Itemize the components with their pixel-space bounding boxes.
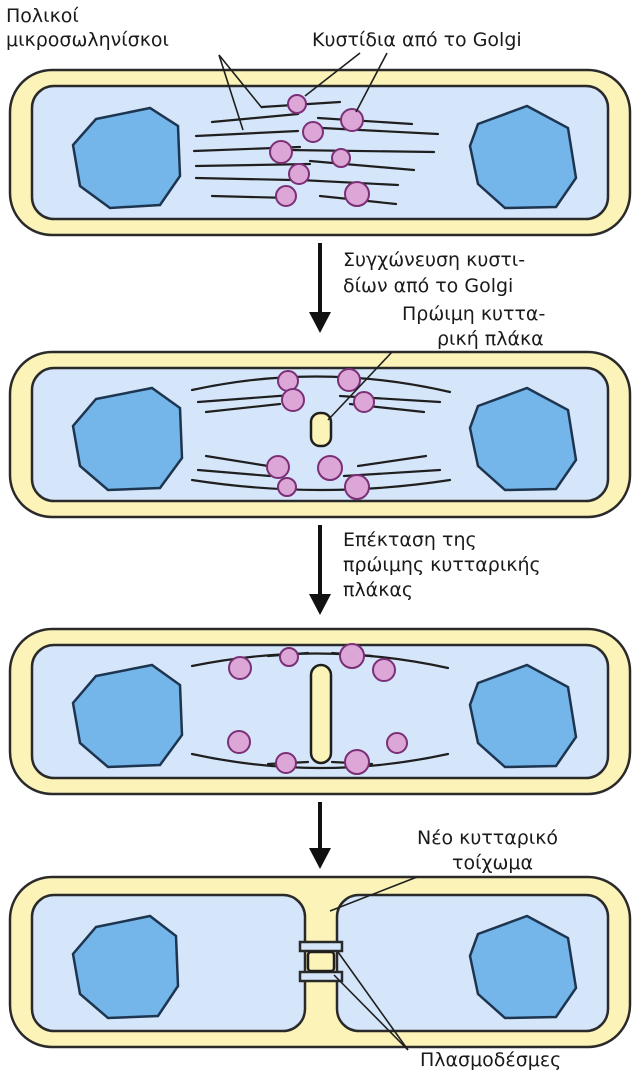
label-new-cell-wall-line2: τοίχωμα bbox=[452, 852, 533, 874]
vesicle bbox=[387, 733, 407, 753]
vesicle bbox=[341, 109, 363, 131]
arrow-step-3 bbox=[309, 802, 331, 869]
vesicle bbox=[267, 456, 289, 478]
vesicle bbox=[318, 456, 342, 480]
vesicle bbox=[276, 753, 296, 773]
label-step-vesicle-fusion: Συγχώνευση κυστι- δίων από το Golgi bbox=[343, 249, 531, 297]
label-early-cell-plate-line2: ρική πλάκα bbox=[437, 328, 544, 350]
label-step-vesicle-fusion-line2: δίων από το Golgi bbox=[343, 275, 513, 297]
label-early-cell-plate: Πρώιμη κυττα- ρική πλάκα bbox=[402, 303, 551, 350]
plasmodesma-channel-upper bbox=[300, 942, 342, 951]
vesicle bbox=[270, 141, 292, 163]
vesicle bbox=[229, 657, 251, 679]
vesicle bbox=[345, 182, 369, 206]
vesicle bbox=[338, 369, 360, 391]
arrow-step-2 bbox=[309, 525, 331, 615]
vesicle bbox=[276, 186, 296, 206]
new-cell-wall-island bbox=[308, 952, 334, 971]
label-polar-microtubules-line1: Πολικοί bbox=[6, 5, 79, 27]
vesicle bbox=[354, 392, 374, 412]
vesicle bbox=[303, 122, 323, 142]
label-step-plate-expansion: Επέκταση της πρώιμης κυτταρικής πλάκας bbox=[343, 529, 547, 601]
label-step-vesicle-fusion-line1: Συγχώνευση κυστι- bbox=[343, 249, 525, 271]
vesicle bbox=[345, 750, 369, 774]
vesicle bbox=[373, 659, 395, 681]
arrow-step-1 bbox=[309, 243, 331, 333]
vesicle bbox=[282, 389, 304, 411]
expanding-cell-plate bbox=[311, 665, 331, 763]
vesicle bbox=[332, 149, 350, 167]
panel-3-expanding-cell-plate bbox=[10, 629, 630, 794]
vesicle bbox=[278, 371, 298, 391]
vesicle bbox=[278, 478, 296, 496]
label-new-cell-wall-line1: Νέο κυτταρικό bbox=[417, 827, 558, 849]
label-polar-microtubules: Πολικοί μικροσωληνίσκοι bbox=[6, 5, 169, 51]
panel-1-vesicles-at-microtubules: Πολικοί μικροσωληνίσκοι Κυστίδια από το … bbox=[6, 5, 630, 235]
label-polar-microtubules-line2: μικροσωληνίσκοι bbox=[6, 29, 169, 51]
label-plasmodesmata: Πλασμοδέσμες bbox=[420, 1049, 561, 1071]
panel-2-early-cell-plate bbox=[10, 352, 630, 517]
vesicle bbox=[340, 644, 364, 668]
vesicle bbox=[289, 164, 309, 184]
early-cell-plate bbox=[311, 413, 331, 446]
label-step-plate-expansion-line1: Επέκταση της bbox=[343, 529, 477, 551]
panel-4-daughter-cells bbox=[10, 877, 630, 1050]
vesicle bbox=[280, 648, 298, 666]
label-early-cell-plate-line1: Πρώιμη κυττα- bbox=[402, 303, 545, 325]
vesicle bbox=[288, 95, 306, 113]
label-golgi-vesicles: Κυστίδια από το Golgi bbox=[312, 29, 522, 51]
vesicle bbox=[228, 731, 250, 753]
label-step-plate-expansion-line2: πρώιμης κυτταρικής bbox=[343, 554, 541, 576]
label-new-cell-wall: Νέο κυτταρικό τοίχωμα bbox=[417, 827, 564, 874]
vesicle bbox=[345, 475, 369, 499]
label-step-plate-expansion-line3: πλάκας bbox=[343, 579, 413, 601]
